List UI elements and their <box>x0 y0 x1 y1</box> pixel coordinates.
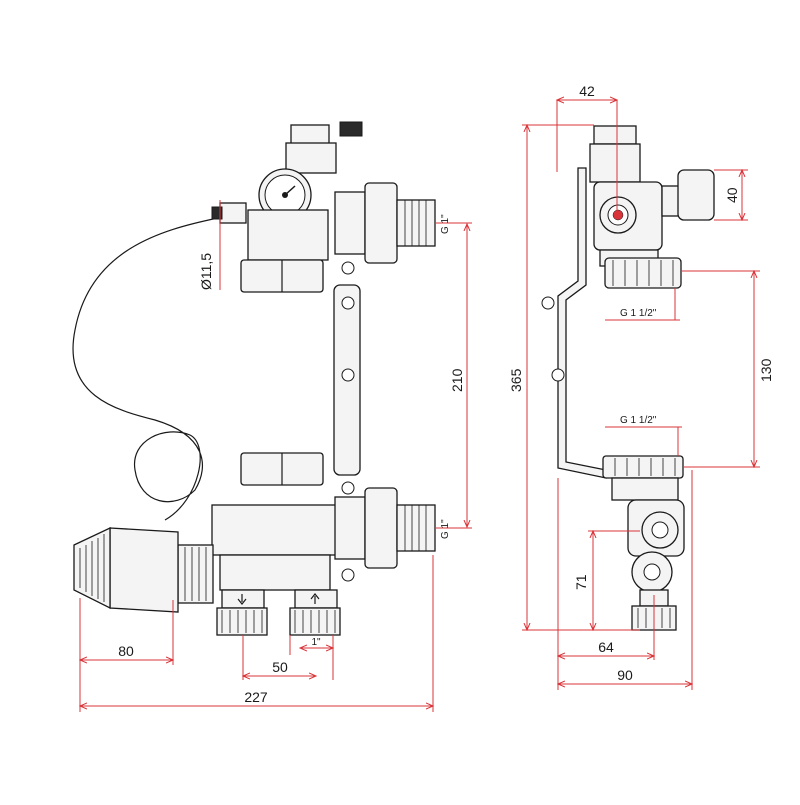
mixing-lower-body <box>219 554 331 591</box>
side-vent-cap <box>593 125 637 145</box>
side-view: 42 40 365 130 G 1 1/2" G 1 1/2" 71 64 <box>508 83 774 690</box>
upper-outlet-nut <box>364 182 398 264</box>
vent-screw <box>339 121 363 137</box>
dim-total-width: 227 <box>244 689 268 705</box>
air-vent-body <box>285 142 337 174</box>
flow-arrow-up-icon <box>310 593 320 604</box>
dim-handle-length: 80 <box>118 643 134 659</box>
port-left-thread <box>216 607 268 636</box>
dim-height-between-ports: 210 <box>449 368 465 392</box>
mixing-valve-body <box>211 504 338 556</box>
upper-outlet-thread <box>396 199 436 247</box>
flow-arrow-down-icon <box>237 594 247 605</box>
port-right-thread <box>289 607 341 636</box>
side-upper-union <box>604 257 682 289</box>
upper-outlet-body <box>334 191 366 255</box>
dim-top-width: 42 <box>579 83 595 99</box>
lower-outlet-body <box>334 496 366 560</box>
dim-port-thread: 1" <box>311 637 321 648</box>
upper-valve-body <box>247 209 329 261</box>
dim-union-bottom: G 1 1/2" <box>620 415 657 426</box>
dim-total-height: 365 <box>508 368 524 392</box>
dim-thread-bottom: G 1" <box>440 519 451 539</box>
side-vent-stem <box>661 185 681 217</box>
side-air-vent <box>677 169 715 221</box>
dim-thread-top: G 1" <box>440 214 451 234</box>
dim-pump-axis-depth: 64 <box>598 639 614 655</box>
side-lower-neck <box>611 477 679 501</box>
dim-sensor-diameter: Ø11,5 <box>198 253 214 290</box>
capillary-tube <box>72 217 219 521</box>
front-view: Ø11,5 G 1" G 1" 210 80 1" 50 227 <box>72 121 472 712</box>
dim-vent-width: 40 <box>724 187 740 203</box>
lower-outlet-thread <box>396 504 436 552</box>
dim-pump-axis-height: 71 <box>573 574 589 590</box>
valve-adapter <box>177 544 214 604</box>
air-vent-cap <box>290 124 330 146</box>
port-right-nut <box>294 589 338 609</box>
thermostatic-head <box>109 527 179 613</box>
dim-union-spacing: 130 <box>758 358 774 382</box>
dim-total-depth: 90 <box>617 667 633 683</box>
sensor-pocket <box>219 202 247 224</box>
port-left-nut <box>221 589 265 609</box>
lower-outlet-nut <box>364 487 398 569</box>
dim-port-spacing: 50 <box>272 659 288 675</box>
dim-union-top: G 1 1/2" <box>620 308 657 319</box>
side-vent-body <box>589 143 641 183</box>
